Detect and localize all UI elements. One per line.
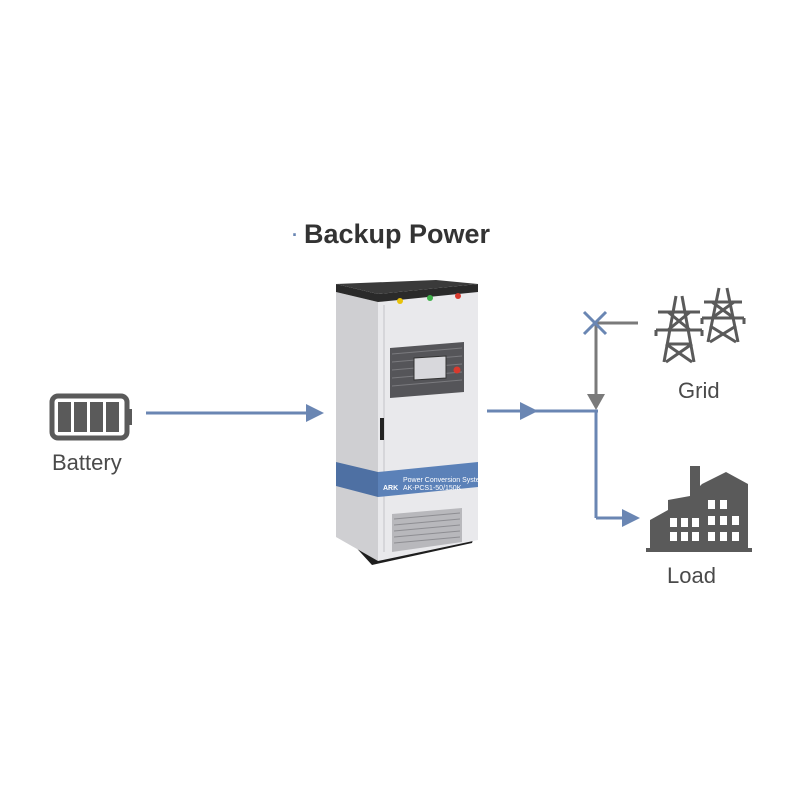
cabinet-line-1: Power Conversion System <box>403 477 486 484</box>
cabinet-line-2: AK-PCS1-50/150K <box>403 485 462 492</box>
green-lamp-icon <box>427 295 433 301</box>
disconnect-icon <box>582 310 608 336</box>
cabinet-brand: ARK <box>383 485 398 492</box>
diagram-title-text: Backup Power <box>304 219 491 249</box>
hmi-screen <box>413 355 447 381</box>
arrow-to-load <box>594 411 640 527</box>
pcs-cabinet: ARK Power Conversion System AK-PCS1-50/1… <box>336 280 486 565</box>
diagram-title: · Backup Power <box>292 219 490 250</box>
arrow-cabinet-out <box>487 402 598 420</box>
grid-tower-icon <box>654 287 746 364</box>
arrow-battery-to-cabinet <box>146 404 324 422</box>
bullet-icon: · <box>292 225 298 246</box>
load-label: Load <box>667 563 716 588</box>
bottom-vent <box>392 508 462 552</box>
grid-feed-line <box>587 321 638 410</box>
battery-label: Battery <box>52 450 122 475</box>
battery-icon <box>49 393 132 441</box>
red-lamp-icon <box>455 293 461 299</box>
factory-icon <box>646 466 752 552</box>
cabinet-brand-band <box>336 462 378 497</box>
grid-label: Grid <box>678 378 720 403</box>
emergency-stop-icon <box>453 366 461 374</box>
yellow-lamp-icon <box>397 298 403 304</box>
